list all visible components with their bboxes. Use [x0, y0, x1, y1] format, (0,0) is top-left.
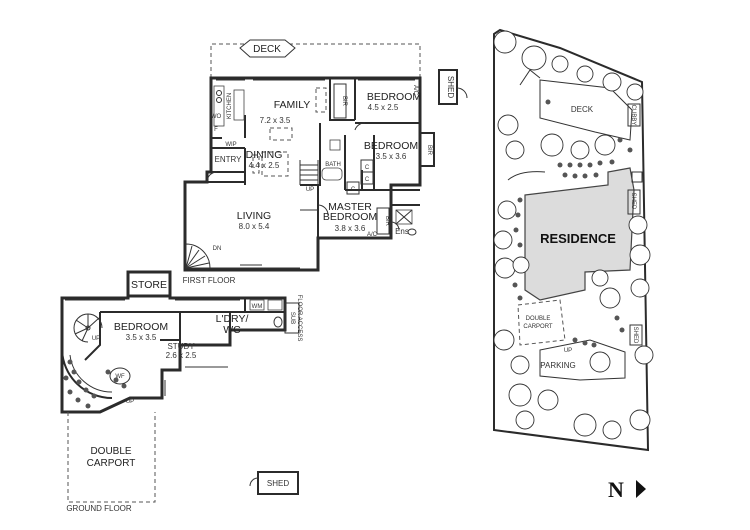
- parking-label: PARKING: [540, 361, 575, 370]
- master-label-2: BEDROOM: [323, 211, 377, 223]
- site-carport-line2: CARPORT: [523, 324, 553, 330]
- ldry-label: L'DRY/: [216, 313, 249, 325]
- gf-carport-line1: DOUBLE: [90, 446, 131, 457]
- living-label: LIVING: [237, 210, 271, 222]
- dn-label: DN: [213, 246, 222, 252]
- bath-label: BATH: [325, 162, 341, 168]
- wm-label: WM: [252, 304, 263, 310]
- first-floor-plan: DECK SHED BIR: [183, 39, 468, 285]
- site-carport-line1: DOUBLE: [526, 316, 551, 322]
- up-label-ff: UP: [306, 187, 314, 193]
- bathtub: [321, 167, 343, 181]
- water-feature: [109, 367, 131, 385]
- gf-bedroom-size: 3.5 x 3.5: [126, 333, 157, 342]
- first-floor-caption: FIRST FLOOR: [183, 276, 236, 285]
- bedroom-ne-size: 4.5 x 2.5: [368, 103, 399, 112]
- floor-access-label: FLOOR ACCESS: [296, 295, 302, 342]
- cupboard-3: C: [351, 187, 356, 193]
- site-deck-label: DECK: [571, 105, 594, 114]
- dining-size: 4.4 x 2.5: [249, 161, 280, 170]
- sub-label: SUB: [289, 312, 295, 324]
- site-up-label: UP: [564, 348, 572, 354]
- bir-label-ne: BIR: [341, 96, 347, 107]
- ac-label-2: A/C: [367, 232, 378, 238]
- gf-shed: [257, 471, 299, 495]
- spiral-stair-gf: [73, 313, 103, 343]
- ground-floor-caption: GROUND FLOOR: [66, 504, 132, 513]
- ens-label: Ens: [395, 227, 409, 236]
- wip-label: WIP: [225, 142, 236, 148]
- gf-shed-label: SHED: [267, 479, 289, 488]
- entry-label: ENTRY: [215, 155, 243, 164]
- wo-label: WO: [211, 114, 222, 120]
- bir-box-master: [376, 207, 390, 235]
- gf-carport: [67, 412, 156, 503]
- cupboard-1: C: [365, 165, 370, 171]
- store-label: STORE: [131, 279, 167, 291]
- master-label-1: MASTER: [328, 201, 372, 213]
- site-shed-label-2: SHED: [632, 327, 638, 344]
- ac-label-1: A/C: [412, 85, 418, 96]
- bir-box-e: [419, 132, 435, 167]
- cupboard-2: C: [365, 177, 370, 183]
- shrubs: [512, 99, 633, 348]
- wm-box: [249, 299, 265, 311]
- up-label-gf-1: UP: [92, 336, 100, 342]
- north-label: N: [608, 477, 624, 502]
- wc-label: WC: [223, 324, 241, 336]
- bir-box-ne: [333, 83, 347, 119]
- gf-carport-line2: CARPORT: [87, 458, 136, 469]
- residence-label: RESIDENCE: [540, 231, 616, 246]
- f-label: F: [214, 127, 218, 133]
- kitchen-bench: [213, 85, 225, 127]
- kitchen-label: KITCHEN: [227, 93, 233, 119]
- site-carport: [517, 299, 566, 346]
- shed-ff: [438, 69, 458, 105]
- ground-floor-plan: STORE SUB FLOOR ACCESS WM: [60, 270, 302, 513]
- family-label: FAMILY: [274, 99, 311, 111]
- gf-bedroom-label: BEDROOM: [114, 321, 168, 333]
- trees: [493, 30, 654, 440]
- vanity: [329, 139, 341, 151]
- shed-label-ff: SHED: [446, 76, 455, 98]
- deck-label: DECK: [253, 44, 281, 55]
- study-label: STUDY: [167, 342, 195, 351]
- deck-label-box: [239, 39, 296, 58]
- spiral-stair-ff: [185, 243, 211, 269]
- study-size: 2.6 x 2.5: [166, 351, 197, 360]
- site-shed-label-1: SHED: [630, 193, 636, 210]
- bedroom-e-size: 3.5 x 3.6: [376, 152, 407, 161]
- bedroom-ne-label: BEDROOM: [367, 91, 421, 103]
- north-arrow-icon: [636, 480, 646, 498]
- up-label-gf-2: UP: [126, 399, 134, 405]
- lot-boundary: [493, 28, 650, 452]
- bir-label-e: BIR: [426, 145, 432, 156]
- bedroom-e-label: BEDROOM: [364, 140, 418, 152]
- dining-label: DINING: [246, 149, 283, 161]
- kitchen-island: [233, 89, 245, 121]
- living-size: 8.0 x 5.4: [239, 222, 270, 231]
- site-plan: DECK CUBBY RESIDENCE SHED SHED DOUBLE CA…: [493, 28, 654, 502]
- family-size: 7.2 x 3.5: [260, 116, 291, 125]
- bir-label-master: BIR: [384, 216, 390, 227]
- residence-building: [524, 167, 635, 301]
- master-size: 3.8 x 3.6: [335, 224, 366, 233]
- cubby-label: CUBBY: [630, 105, 636, 126]
- wf-label: WF: [115, 374, 125, 380]
